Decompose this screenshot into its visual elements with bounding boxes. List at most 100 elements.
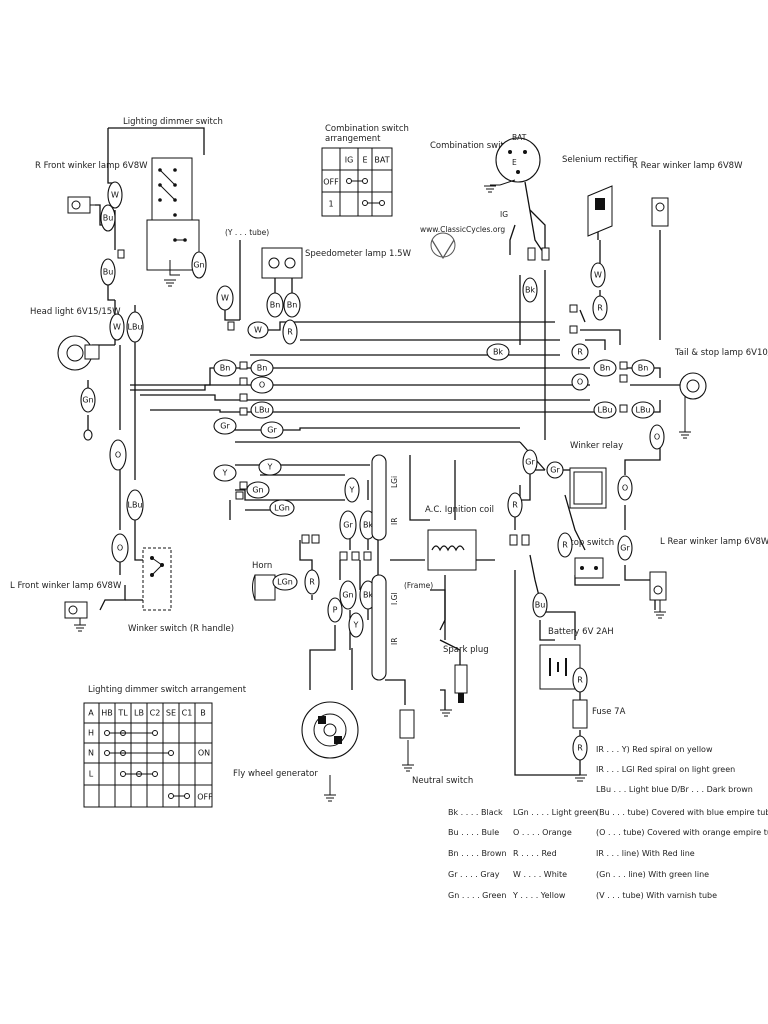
- watermark-logo: www.ClassicCycles.org: [420, 225, 505, 260]
- tag-w-4-text: W: [254, 326, 262, 335]
- tag-w-1-text: W: [111, 191, 119, 200]
- combination-switch-arrangement-label: Combination switch arrangement: [325, 124, 412, 144]
- tag-igi-1-text: I.Gl: [390, 593, 399, 606]
- tag-gr-1-text: Gr: [220, 422, 230, 431]
- tag-y-3-text: Y: [349, 486, 355, 495]
- combination-switch-arrangement: Combination switch arrangement IG E BAT …: [321, 124, 412, 217]
- selenium-rectifier: Selenium rectifier: [562, 155, 638, 237]
- front-winker-lamp-l: L Front winker lamp 6V8W: [10, 581, 122, 619]
- winker-relay: Winker relay: [569, 441, 623, 509]
- dimmer-header-c1: C1: [182, 709, 193, 718]
- tag-lbu-4-text: LBu: [597, 406, 612, 415]
- combo-row-1: 1: [328, 200, 333, 209]
- bat-label: BAT: [512, 133, 527, 142]
- lighting-dimmer-switch: Lighting dimmer switch: [123, 117, 223, 276]
- combination-switch-label: Combination switch: [430, 141, 514, 151]
- combo-row-off: OFF: [323, 178, 339, 187]
- dimmer-header-b: B: [200, 709, 206, 718]
- tag-w-1: [107, 181, 123, 209]
- combo-header-bat: BAT: [374, 156, 389, 165]
- fly-wheel-generator: Fly wheel generator: [233, 701, 359, 779]
- tag-r-5-text: R: [512, 501, 518, 510]
- winker-switch-label: Winker switch (R handle): [128, 624, 234, 634]
- tag-lgi-1-text: LGi: [390, 476, 399, 488]
- tag-lgn-2-text: LGn: [277, 578, 293, 587]
- tag-lbu-3-text: LBu: [254, 406, 269, 415]
- tag-bk-4-text: Bk: [493, 348, 503, 357]
- tag-gr-2-text: Gr: [267, 426, 277, 435]
- tag-lbu-1-text: LBu: [127, 323, 142, 332]
- tail-stop-lamp-label: Tail & stop lamp 6V10/3W: [674, 348, 768, 358]
- legend-c1-2: Bu . . . . Bule: [448, 828, 499, 837]
- tag-o-2-text: O: [117, 544, 123, 553]
- tag-gr-6-text: Gr: [620, 544, 630, 553]
- tag-gn-1-text: Gn: [82, 396, 93, 405]
- dimmer-header-a: A: [88, 709, 94, 718]
- speedometer-lamp-label: Speedometer lamp 1.5W: [305, 249, 412, 259]
- horn-label: Horn: [252, 561, 272, 571]
- front-winker-l-label: L Front winker lamp 6V8W: [10, 581, 122, 591]
- tag-w-5-text: W: [594, 271, 602, 280]
- dimmer-header-c2: C2: [150, 709, 161, 718]
- tag-gr-3-text: Gr: [343, 521, 353, 530]
- tag-r-7-text: R: [577, 676, 583, 685]
- legend-c3-5: (V . . . tube) With varnish tube: [596, 891, 717, 900]
- tag-lbu-5-text: LBu: [635, 406, 650, 415]
- tag-r-4-text: R: [577, 348, 583, 357]
- winker-relay-label: Winker relay: [570, 441, 623, 451]
- tag-bk-2-text: Bk: [363, 591, 373, 600]
- legend-c3-4: (Gn . . . line) With green line: [596, 870, 709, 879]
- legend-c1-4: Gr . . . . Gray: [448, 870, 500, 879]
- combo-header-e: E: [362, 156, 367, 165]
- dimmer-arrangement-table: Lighting dimmer switch arrangement A HB …: [83, 685, 247, 808]
- fuse: Fuse 7A: [572, 699, 626, 729]
- spark-plug-label: Spark plug: [443, 645, 489, 655]
- legend-c3-1: (Bu . . . tube) Covered with blue empire…: [596, 808, 768, 817]
- tag-gn-4-text: Gn: [342, 591, 353, 600]
- ig-label: IG: [500, 210, 508, 219]
- dimmer-header-tl: TL: [117, 709, 128, 718]
- tag-o-3-text: O: [259, 381, 265, 390]
- legend-c2-5: Y . . . . Yellow: [512, 891, 566, 900]
- battery-label: Battery 6V 2AH: [548, 627, 614, 637]
- legend-c2-4: W . . . . White: [513, 870, 567, 879]
- tag-lbu-2-text: LBu: [127, 501, 142, 510]
- tag-r-6-text: R: [562, 541, 568, 550]
- dimmer-on-label: ON: [198, 749, 210, 758]
- selenium-rectifier-label: Selenium rectifier: [562, 155, 638, 165]
- dimmer-header-hb: HB: [101, 709, 113, 718]
- watermark-text: www.ClassicCycles.org: [420, 225, 505, 234]
- head-light: Head light 6V15/15W: [30, 307, 121, 371]
- tag-lgn-1-text: LGn: [274, 504, 290, 513]
- tag-bn-1-text: Bn: [270, 301, 281, 310]
- legend-c2-3: R . . . . Red: [513, 849, 557, 858]
- legend-c1-5: Gn . . . . Green: [448, 891, 506, 900]
- dimmer-table-title: Lighting dimmer switch arrangement: [88, 685, 247, 695]
- tag-gn-3-text: Gn: [252, 486, 263, 495]
- tag-gr-5-text: Gr: [550, 466, 560, 475]
- tag-bn-2-text: Bn: [287, 301, 298, 310]
- stop-switch: Stop switch: [565, 538, 614, 579]
- dimmer-header-se: SE: [166, 709, 176, 718]
- legend-c1-3: Bn . . . . Brown: [448, 849, 507, 858]
- frame-label: (Frame): [404, 581, 433, 590]
- legend-top-2: IR . . . LGl Red spiral on light green: [596, 765, 735, 774]
- tag-bu-3-text: Bu: [535, 601, 546, 610]
- tag-bk-3-text: Bk: [525, 286, 535, 295]
- ac-ignition-coil-label: A.C. Ignition coil: [425, 505, 494, 515]
- ac-ignition-coil: A.C. Ignition coil (Frame): [404, 505, 494, 590]
- tag-bu-2-text: Bu: [103, 268, 114, 277]
- combo-header-ig: IG: [345, 156, 354, 165]
- tag-ir-1-text: IR: [390, 518, 399, 525]
- tag-p-1-text: P: [333, 606, 338, 615]
- tag-w-3-text: W: [221, 294, 229, 303]
- dimmer-header-lb: LB: [134, 709, 144, 718]
- neutral-switch-label: Neutral switch: [412, 776, 473, 786]
- legend-c2-2: O . . . . Orange: [513, 828, 572, 837]
- tag-y-2-text: Y: [267, 463, 273, 472]
- winker-switch: Winker switch (R handle): [128, 547, 234, 634]
- tag-ir-2-text: IR: [390, 638, 399, 645]
- tag-o-6-text: O: [622, 484, 628, 493]
